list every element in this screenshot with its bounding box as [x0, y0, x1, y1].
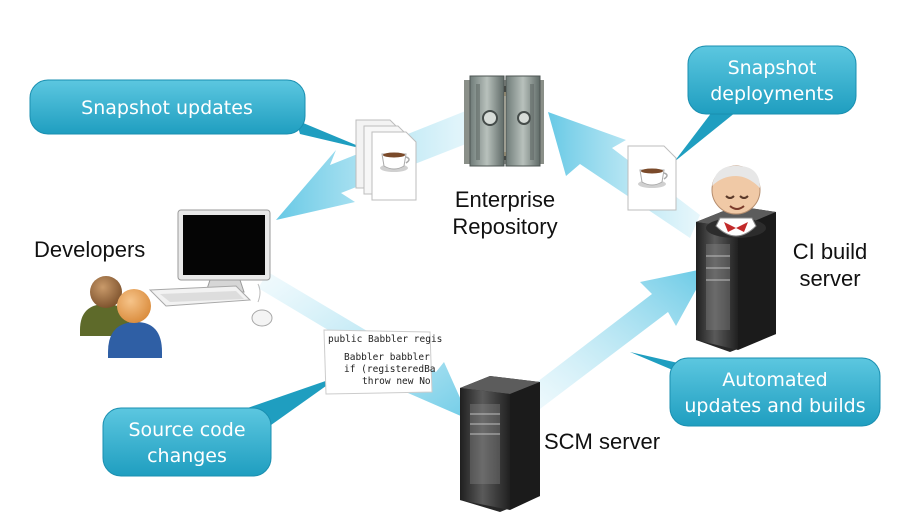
callout-snapshot-deployments-line2: deployments: [710, 83, 834, 105]
label-developers: Developers: [34, 237, 146, 262]
jenkins-butler-icon: [706, 165, 766, 238]
callout-automated-builds: Automated updates and builds: [630, 352, 881, 427]
label-ci-build-server: CI build server: [782, 238, 878, 292]
code-snippet: public Babbler regis Babbler babbler if …: [323, 329, 442, 395]
jar-files-icon: [355, 119, 417, 201]
label-repository-line1: Enterprise: [454, 187, 556, 212]
callout-source-code-changes: Source code changes: [102, 376, 340, 477]
callout-source-code-line1: Source code: [128, 419, 245, 441]
label-ci-line1: CI build: [792, 239, 868, 264]
callout-snapshot-updates-text: Snapshot updates: [81, 97, 253, 119]
label-ci-line2: server: [799, 266, 861, 291]
code-line-1: public Babbler regis: [328, 334, 442, 345]
callout-automated-line1: Automated: [722, 369, 827, 391]
label-scm-server: SCM server: [544, 429, 661, 454]
computer-icon: [148, 209, 273, 327]
vault-icon: [464, 75, 544, 167]
callout-snapshot-updates: Snapshot updates: [29, 79, 368, 150]
callout-snapshot-deployments-line1: Snapshot: [728, 57, 817, 79]
ci-server-icon: [696, 206, 776, 352]
code-line-2: Babbler babbler: [344, 352, 430, 363]
code-line-3: if (registeredBa: [344, 364, 436, 375]
arrow-ci-to-repo: [548, 112, 700, 238]
arrow-scm-to-ci: [524, 268, 708, 412]
developers-icon: [80, 276, 162, 358]
callout-automated-line2: updates and builds: [684, 395, 865, 417]
jar-file-icon: [627, 145, 677, 211]
callout-source-code-line2: changes: [147, 445, 227, 467]
code-line-4: throw new No: [362, 376, 431, 387]
label-enterprise-repository: Enterprise Repository: [445, 186, 565, 240]
scm-server-icon: [460, 376, 540, 512]
label-repository-line2: Repository: [452, 214, 558, 239]
callout-snapshot-deployments: Snapshot deployments: [674, 45, 857, 162]
